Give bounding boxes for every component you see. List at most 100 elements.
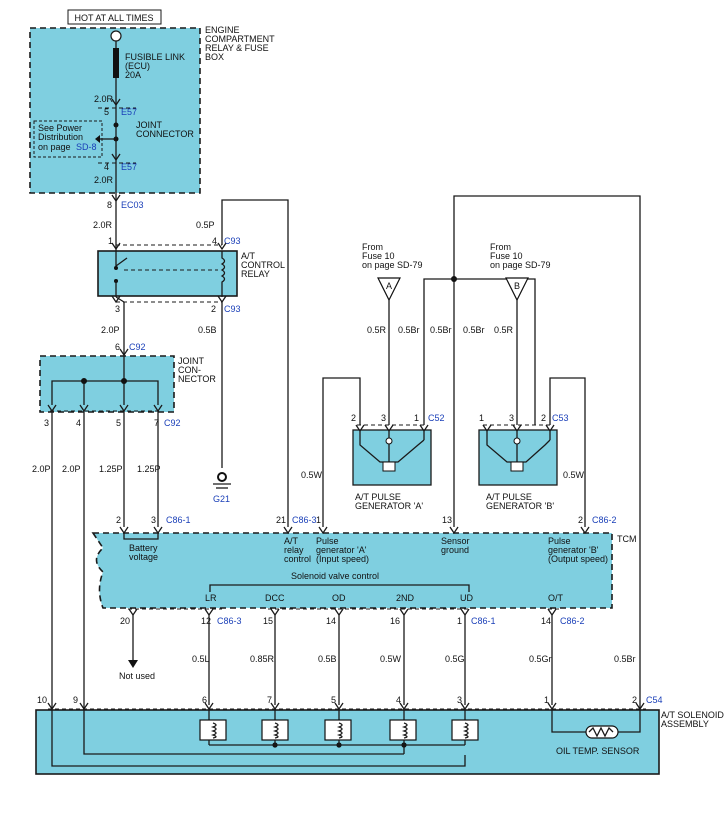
wire-2-0r-top: 2.0R xyxy=(94,94,114,104)
tcm-pin-1-top: 1 xyxy=(316,515,321,525)
tcm-pin-12: 12 xyxy=(201,616,211,626)
gen-a-label-1: A/T PULSE xyxy=(355,492,401,502)
battery-label-1: Battery xyxy=(129,543,158,553)
gen-a-pin-2: 2 xyxy=(351,413,356,423)
tcm-pin-16: 16 xyxy=(390,616,400,626)
gen-b-label-1: A/T PULSE xyxy=(486,492,532,502)
thermistor-icon xyxy=(585,725,619,739)
wire-0-5w-b: 0.5W xyxy=(563,470,585,480)
solenoid-coil-od-icon xyxy=(324,709,352,745)
wire-0-5l: 0.5L xyxy=(192,654,210,664)
solenoid-coil-ud-icon xyxy=(451,709,479,745)
conn-c53: C53 xyxy=(552,413,569,423)
joint2-pin-7: 7 xyxy=(154,418,159,428)
fuse-box-title-4: BOX xyxy=(205,52,224,62)
pgb-label-1: Pulse xyxy=(548,536,571,546)
joint2-pin-4: 4 xyxy=(76,418,81,428)
see-power-3: on page xyxy=(38,142,71,152)
relay-title-2: CONTROL xyxy=(241,260,285,270)
solenoid-coil-dcc-icon xyxy=(261,709,289,745)
source-b-1: From xyxy=(490,242,511,252)
sol-pin-3: 3 xyxy=(457,695,462,705)
source-a-triangle-icon xyxy=(377,277,401,302)
conn-e57-bottom: E57 xyxy=(121,162,137,172)
hot-label-box xyxy=(67,9,162,25)
wire-1-25p-a: 1.25P xyxy=(99,464,123,474)
conn-c86-2-top: C86-2 xyxy=(592,515,617,525)
relay-box xyxy=(97,250,238,297)
sol-pin-5: 5 xyxy=(331,695,336,705)
wire-0-5w-bot: 0.5W xyxy=(380,654,402,664)
joint-connector-box xyxy=(39,355,175,413)
gen-b-pin-2: 2 xyxy=(541,413,546,423)
source-b-3: on page SD-79 xyxy=(490,260,551,270)
sensor-ground-2: ground xyxy=(441,545,469,555)
pga-label-3: (Input speed) xyxy=(316,554,369,564)
not-used-label: Not used xyxy=(119,671,155,681)
wire-0-85r: 0.85R xyxy=(250,654,275,664)
sol-title-2: ASSEMBLY xyxy=(661,719,709,729)
conn-c54: C54 xyxy=(646,695,663,705)
relay-title-3: RELAY xyxy=(241,269,270,279)
sol-pin-4: 4 xyxy=(396,695,401,705)
gen-b-pin-3: 3 xyxy=(509,413,514,423)
pgb-label-2: generator 'B' xyxy=(548,545,599,555)
conn-c86-3-bot: C86-3 xyxy=(217,616,242,626)
fusible-link-label-1: FUSIBLE LINK xyxy=(125,52,185,62)
solenoid-title: Solenoid valve control xyxy=(291,571,379,581)
pin-4: 4 xyxy=(104,162,109,172)
gen-a-label-2: GENERATOR 'A' xyxy=(355,501,423,511)
joint2-pin-5: 5 xyxy=(116,418,121,428)
pgb-label-3: (Output speed) xyxy=(548,554,608,564)
joint2-title-1: JOINT xyxy=(178,356,205,366)
conn-c86-2-bot: C86-2 xyxy=(560,616,585,626)
wire-0-5br-mid: 0.5Br xyxy=(430,325,452,335)
hot-label: HOT AT ALL TIMES xyxy=(74,13,153,23)
sol-pin-10: 10 xyxy=(37,695,47,705)
tcm-label: TCM xyxy=(617,534,637,544)
wire-2-0r-bottom: 2.0R xyxy=(94,175,114,185)
tcm-pin-15: 15 xyxy=(263,616,273,626)
pga-label-1: Pulse xyxy=(316,536,339,546)
tcm-pin-21: 21 xyxy=(276,515,286,525)
gen-a-pin-1: 1 xyxy=(414,413,419,423)
sol-pin-2: 2 xyxy=(632,695,637,705)
conn-c92-in: C92 xyxy=(129,342,146,352)
pulse-gen-a-box xyxy=(352,429,432,486)
source-a-2: Fuse 10 xyxy=(362,251,395,261)
joint2-pin-6: 6 xyxy=(115,342,120,352)
tcm-box xyxy=(91,532,613,609)
wire-0-5br-a: 0.5Br xyxy=(398,325,420,335)
pulse-gen-b-internals xyxy=(486,431,551,472)
sol-ud: UD xyxy=(460,593,473,603)
source-b-triangle-icon xyxy=(505,277,529,302)
solenoid-coil-lr-icon xyxy=(199,709,227,745)
not-used-arrow-icon xyxy=(128,660,138,668)
joint2-title-3: NECTOR xyxy=(178,374,216,384)
tcm-pin-14b: 14 xyxy=(541,616,551,626)
conn-c52: C52 xyxy=(428,413,445,423)
sol-pin-7: 7 xyxy=(267,695,272,705)
conn-c86-1-top: C86-1 xyxy=(166,515,191,525)
wire-0-5p: 0.5P xyxy=(196,220,215,230)
relay-ctl-3: control xyxy=(284,554,311,564)
sensor-ground-1: Sensor xyxy=(441,536,470,546)
sol-dcc: DCC xyxy=(265,593,285,603)
wire-0-5r-a: 0.5R xyxy=(367,325,387,335)
fusible-link-icon xyxy=(113,48,119,78)
wire-0-5br-bot: 0.5Br xyxy=(614,654,636,664)
ground-g21: G21 xyxy=(213,494,230,504)
relay-pin-1: 1 xyxy=(108,236,113,246)
relay-pin-2: 2 xyxy=(211,304,216,314)
relay-pin-3: 3 xyxy=(115,304,120,314)
conn-c86-1-bot: C86-1 xyxy=(471,616,496,626)
battery-label-2: voltage xyxy=(129,552,158,562)
relay-ctl-1: A/T xyxy=(284,536,299,546)
see-page-link[interactable]: SD-8 xyxy=(76,142,97,152)
source-a-letter: A xyxy=(386,281,392,291)
wire-0-5br-b: 0.5Br xyxy=(463,325,485,335)
source-b-letter: B xyxy=(514,281,520,291)
wire-2-0p-b: 2.0P xyxy=(62,464,81,474)
sol-pin-1: 1 xyxy=(544,695,549,705)
wire-2-0p-relay: 2.0P xyxy=(101,325,120,335)
